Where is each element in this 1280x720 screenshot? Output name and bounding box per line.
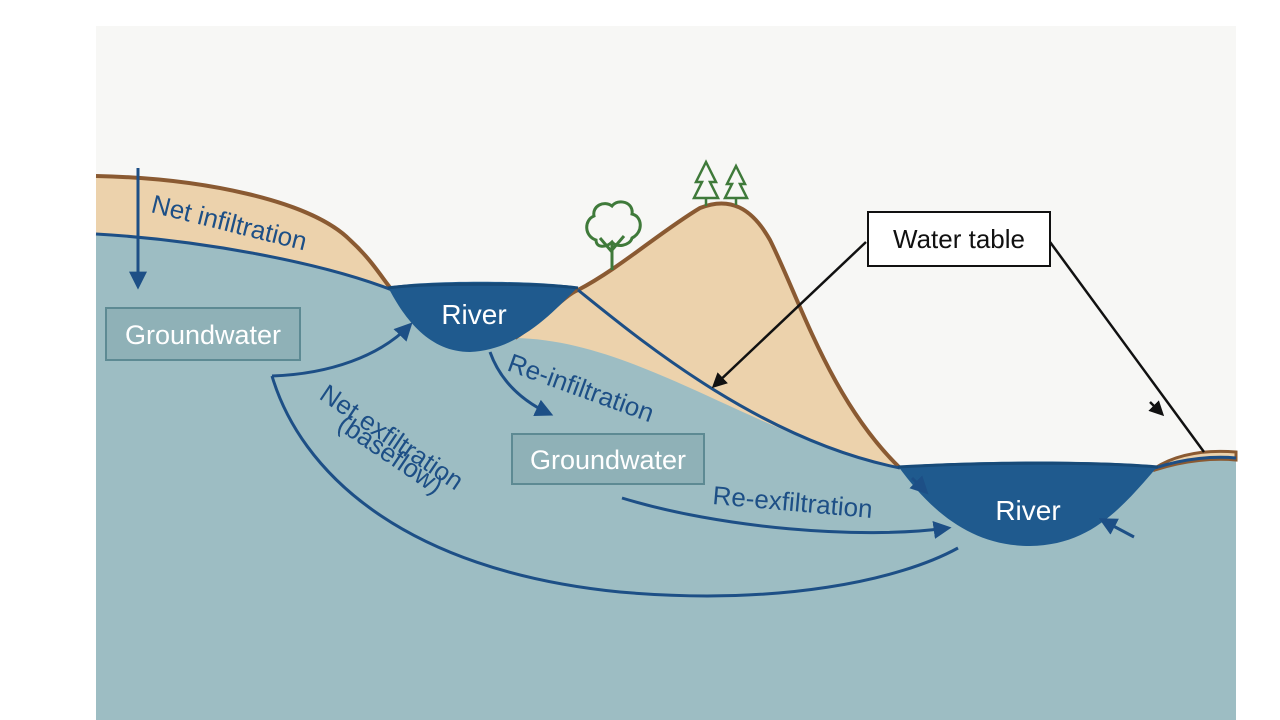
soil-hill	[515, 203, 900, 468]
deciduous-tree-icon	[585, 200, 642, 270]
groundwater-center-label: Groundwater	[530, 445, 686, 475]
river-right-label: River	[995, 495, 1060, 526]
river-right-entry-arrow	[909, 475, 929, 495]
groundwater-left-label: Groundwater	[125, 320, 281, 350]
water-table-label: Water table	[893, 224, 1025, 254]
soil-left-surface	[95, 174, 394, 292]
water-table-box: Water table	[867, 211, 1051, 267]
net-exfiltration-arrow	[271, 322, 413, 378]
soil-hill-surface	[513, 201, 902, 470]
re-exfiltration-arrow	[621, 496, 952, 539]
water-table-leader-right	[1048, 241, 1206, 453]
river-left-label: River	[441, 299, 506, 330]
groundwater-center-box: Groundwater	[511, 433, 705, 485]
conifer-tree-icon	[691, 159, 750, 206]
river-left	[388, 281, 578, 352]
soil-left	[96, 176, 392, 290]
river-right-surface	[897, 461, 1159, 469]
water-table-tick-arrow	[1148, 400, 1165, 417]
deep-flow-arrow	[270, 375, 959, 598]
river-right	[898, 461, 1158, 546]
groundwater-left-box: Groundwater	[105, 307, 301, 361]
river-left-surface	[387, 282, 579, 290]
re-infiltration-arrow	[488, 351, 554, 417]
right-bank-inflow-arrow	[1098, 518, 1135, 539]
water-table-leader-left	[711, 241, 867, 389]
